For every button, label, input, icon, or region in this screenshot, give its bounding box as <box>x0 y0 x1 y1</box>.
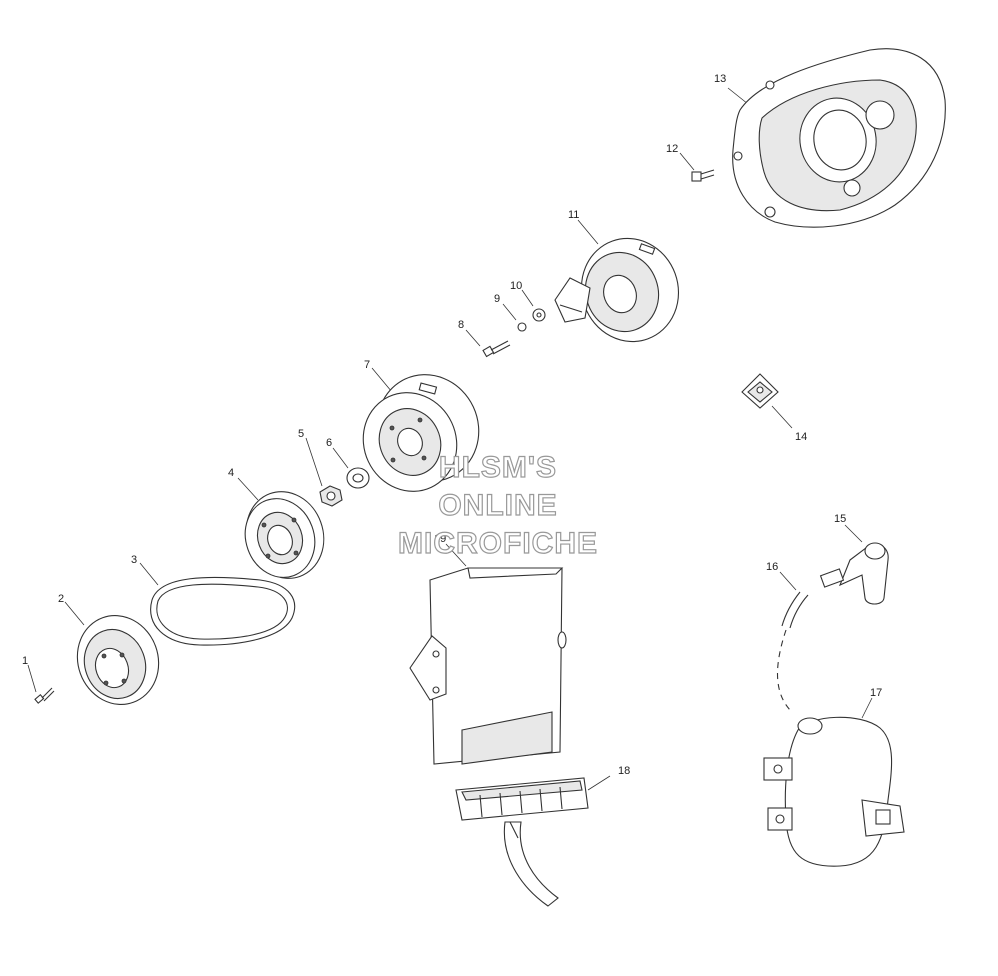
part-12-bolt <box>679 152 715 182</box>
callout-12: 12 <box>666 143 678 155</box>
part-6-washer <box>332 447 370 489</box>
callout-19: 19 <box>434 533 446 545</box>
part-17-ignition-coil <box>763 697 905 867</box>
callout-16: 16 <box>766 561 778 573</box>
callout-14: 14 <box>795 431 807 443</box>
callout-7: 7 <box>364 359 370 371</box>
part-13-crankcase-cover <box>727 48 946 228</box>
callout-10: 10 <box>510 280 522 292</box>
callout-9: 9 <box>494 293 500 305</box>
callout-18: 18 <box>618 765 630 777</box>
part-10-washer <box>521 289 546 322</box>
callout-labels: 1 2 3 4 5 6 7 8 9 10 11 12 13 14 15 16 1… <box>22 73 882 777</box>
part-8-bolt <box>465 329 511 358</box>
callout-8: 8 <box>458 319 464 331</box>
callout-4: 4 <box>228 467 234 479</box>
part-3-belt <box>139 562 296 646</box>
part-16-lead-wire <box>776 571 809 711</box>
watermark-line-2: ONLINE <box>438 489 557 522</box>
part-4-drive-pulley <box>237 477 325 579</box>
callout-1: 1 <box>22 655 28 667</box>
callout-5: 5 <box>298 428 304 440</box>
watermark-line-1: HLSM'S <box>439 451 557 484</box>
part-15-spark-plug-cap <box>819 524 889 605</box>
part-11-stator <box>554 219 680 343</box>
part-18-connector <box>455 775 611 907</box>
callout-15: 15 <box>834 513 846 525</box>
part-9-lock-washer <box>502 303 527 332</box>
part-14-clip <box>741 373 793 429</box>
callout-17: 17 <box>870 687 882 699</box>
watermark: HLSM'S ONLINE MICROFICHE <box>397 450 598 560</box>
callout-11: 11 <box>568 209 579 221</box>
part-7-flywheel <box>362 367 480 492</box>
callout-3: 3 <box>131 554 137 566</box>
part-2-starter-cup <box>64 601 160 705</box>
part-5-nut <box>305 437 343 507</box>
callout-13: 13 <box>714 73 726 85</box>
callout-2: 2 <box>58 593 64 605</box>
part-19-cdi-box <box>409 543 567 765</box>
part-1-bolt <box>27 664 55 704</box>
watermark-line-3: MICROFICHE <box>398 527 598 560</box>
callout-6: 6 <box>326 437 332 449</box>
